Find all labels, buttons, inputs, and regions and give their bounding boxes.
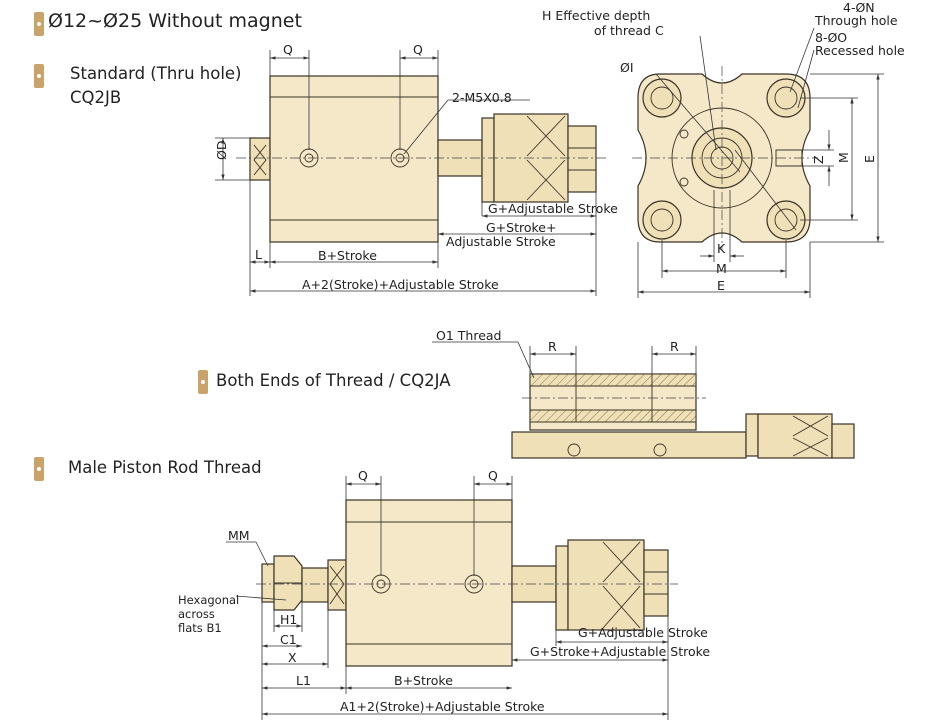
dim-od: ØD <box>214 141 229 160</box>
dim-l1: L1 <box>296 673 311 688</box>
o1-thread-label: O1 Thread <box>436 328 501 343</box>
hex-line1: Hexagonal <box>178 593 239 607</box>
dim-e-bottom: E <box>717 278 725 293</box>
standard-bullet <box>34 64 44 88</box>
rod-end-left <box>249 137 271 181</box>
male-rod-bullet <box>34 457 44 481</box>
dim-q-right: Q <box>413 42 423 57</box>
heading-bullet <box>34 12 44 36</box>
dim-x: X <box>288 650 297 665</box>
hex-line2: across <box>178 607 215 621</box>
dim-m-bottom: M <box>716 261 727 276</box>
dim-l: L <box>255 247 262 262</box>
dim-q-left: Q <box>283 42 293 57</box>
male-rod-heading: Male Piston Rod Thread <box>68 458 262 477</box>
dim-a-total: A+2(Stroke)+Adjustable Stroke <box>302 277 499 292</box>
dim-g-stroke-1: G+Stroke+ <box>486 220 556 235</box>
dim-c1: C1 <box>280 632 297 647</box>
o-hole-line1: 8-ØO <box>815 30 847 45</box>
top-side-view <box>215 50 606 296</box>
dim-a1-total: A1+2(Stroke)+Adjustable Stroke <box>340 699 545 714</box>
standard-heading: Standard (Thru hole) <box>70 64 242 83</box>
dim-g-adjust: G+Adjustable Stroke <box>488 201 618 216</box>
n-hole-line2: Through hole <box>814 13 898 28</box>
cylinder-body <box>269 75 439 243</box>
end-view <box>632 27 884 298</box>
port-label: 2-M5X0.8 <box>452 90 512 105</box>
dim-oi: ØI <box>620 60 634 75</box>
n-hole-line1: 4-ØN <box>843 0 875 15</box>
dim-k: K <box>717 241 726 256</box>
main-heading: Ø12~Ø25 Without magnet <box>48 10 302 32</box>
dim-g-stroke-2: Adjustable Stroke <box>446 234 556 249</box>
dim-b-stroke: B+Stroke <box>318 248 377 263</box>
mm-label: MM <box>228 528 250 543</box>
dim-r-right: R <box>670 339 679 354</box>
male-dim-q-left: Q <box>358 468 368 483</box>
dim-z: Z <box>811 155 826 164</box>
thread-view <box>432 341 855 459</box>
dim-e-right: E <box>862 155 877 163</box>
hex-line3: flats B1 <box>178 621 222 635</box>
male-dim-b-stroke: B+Stroke <box>394 673 453 688</box>
h-depth-line2: of thread C <box>594 23 664 38</box>
o-hole-line2: Recessed hole <box>815 43 905 58</box>
standard-model: CQ2JB <box>70 88 122 107</box>
dim-h1: H1 <box>280 612 297 627</box>
both-ends-bullet <box>198 370 208 394</box>
dim-m-right: M <box>836 152 851 163</box>
male-dim-g-adjust: G+Adjustable Stroke <box>578 625 708 640</box>
male-dim-q-right: Q <box>488 468 498 483</box>
male-dim-g-stroke: G+Stroke+Adjustable Stroke <box>530 644 710 659</box>
h-depth-line1: H Effective depth <box>542 8 650 23</box>
male-rod-view <box>226 476 678 720</box>
both-ends-heading: Both Ends of Thread / CQ2JA <box>216 371 451 390</box>
dim-r-left: R <box>548 339 557 354</box>
